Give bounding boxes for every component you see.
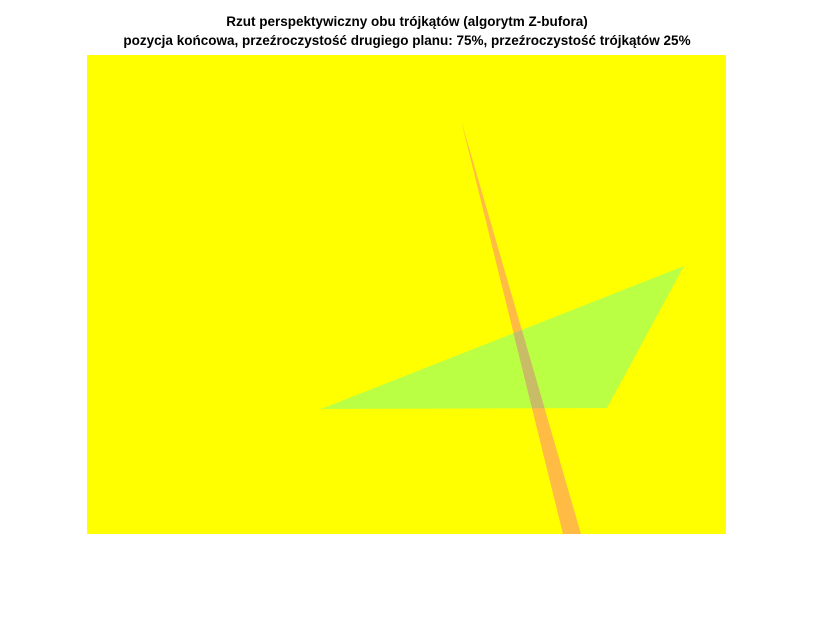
figure-title: Rzut perspektywiczny obu trójkątów (algo…: [0, 12, 814, 50]
green-triangle: [321, 266, 684, 409]
render-canvas: [87, 55, 726, 534]
title-line-1: Rzut perspektywiczny obu trójkątów (algo…: [226, 14, 588, 29]
orange-triangle: [461, 120, 581, 534]
title-line-2: pozycja końcowa, przeźroczystość drugieg…: [123, 33, 691, 48]
render-svg: [87, 55, 726, 534]
